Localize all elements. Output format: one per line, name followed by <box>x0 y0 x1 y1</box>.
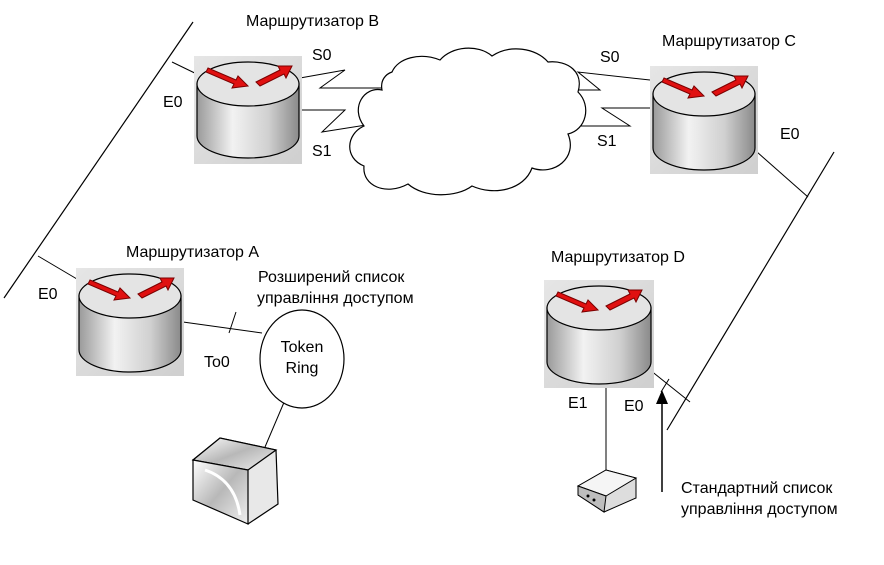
serial-link-c-s1 <box>572 107 656 127</box>
acl-extended-line1: Розширений список <box>258 269 405 286</box>
acl-extended-line2: управління доступом <box>257 290 414 307</box>
router-b-s0-label: S0 <box>312 47 332 64</box>
router-d <box>544 280 654 388</box>
link-c-e0 <box>756 151 809 198</box>
router-a-title: Маршрутизатор A <box>126 244 260 261</box>
router-a <box>76 268 184 376</box>
router-d-title: Маршрутизатор D <box>551 249 685 266</box>
serial-link-b-s1 <box>300 109 386 133</box>
router-arrows-icon <box>555 289 643 313</box>
router-d-e1-label: E1 <box>568 395 588 412</box>
acl-standard-arrowhead <box>656 390 668 404</box>
acl-standard-line1: Стандартний список <box>681 480 833 497</box>
router-c <box>650 66 758 174</box>
serial-link-b-s0 <box>299 69 388 89</box>
router-arrows-icon <box>661 75 749 99</box>
router-c-s1-label: S1 <box>597 133 617 150</box>
serial-link-c-s0 <box>560 71 651 91</box>
router-arrows-icon <box>205 65 293 89</box>
router-a-e0-label: E0 <box>38 286 58 303</box>
ethernet-segment-left <box>3 21 194 299</box>
acl-standard-line2: управління доступом <box>681 501 838 518</box>
link-ring-workstation <box>264 399 286 448</box>
router-b-title: Маршрутизатор B <box>246 13 380 30</box>
router-b-e0-label: E0 <box>163 94 183 111</box>
ethernet-segment-right <box>666 151 835 431</box>
token-ring-label-line1: Token <box>280 339 324 356</box>
router-b-s1-label: S1 <box>312 143 332 160</box>
router-a-to0-label: To0 <box>204 354 230 371</box>
router-arrows-icon <box>87 277 175 301</box>
router-d-e0-label: E0 <box>624 398 644 415</box>
token-ring-label-line2: Ring <box>285 360 319 377</box>
acl-extended-tick <box>228 311 237 334</box>
router-c-s0-label: S0 <box>600 49 620 66</box>
router-b <box>194 56 302 164</box>
link-d-e0 <box>649 369 691 403</box>
router-c-title: Маршрутизатор C <box>662 33 796 50</box>
workstation-icon <box>191 437 279 525</box>
hub-icon <box>576 469 638 513</box>
link-a-e0 <box>37 255 83 283</box>
link-a-token-ring <box>182 321 263 334</box>
acl-standard-tick <box>660 378 670 393</box>
wan-cloud <box>349 47 587 196</box>
token-ring <box>259 309 345 409</box>
router-c-e0-label: E0 <box>780 126 800 143</box>
